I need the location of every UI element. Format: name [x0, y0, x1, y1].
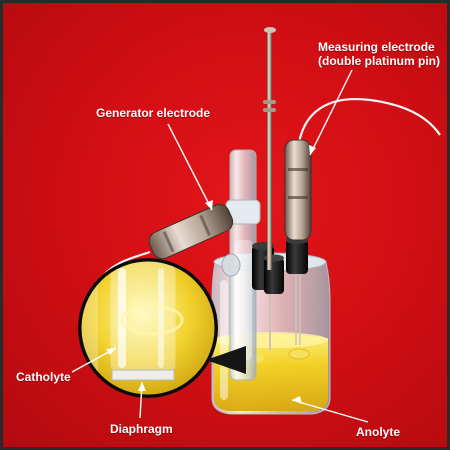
- generator-electrode-head: [148, 204, 234, 260]
- cap-right: [286, 240, 308, 274]
- label-measuring-electrode-line2: (double platinum pin): [318, 54, 440, 68]
- pointer-generator-electrode: [167, 123, 213, 211]
- pointer-measuring-electrode: [309, 69, 353, 156]
- label-measuring-electrode: Measuring electrode (double platinum pin…: [318, 40, 440, 68]
- label-measuring-electrode-line1: Measuring electrode: [318, 40, 435, 54]
- zoom-callout-wedge: [206, 346, 246, 374]
- label-catholyte: Catholyte: [16, 370, 71, 384]
- label-anolyte: Anolyte: [356, 425, 401, 439]
- measuring-electrode-body: [284, 139, 312, 241]
- label-diaphragm: Diaphragm: [110, 422, 173, 436]
- inset-diaphragm-disk: [111, 369, 175, 381]
- measuring-electrode-cable: [296, 98, 441, 151]
- central-rod: [267, 30, 272, 270]
- pointer-anolyte: [291, 399, 369, 423]
- label-generator-electrode: Generator electrode: [96, 106, 211, 120]
